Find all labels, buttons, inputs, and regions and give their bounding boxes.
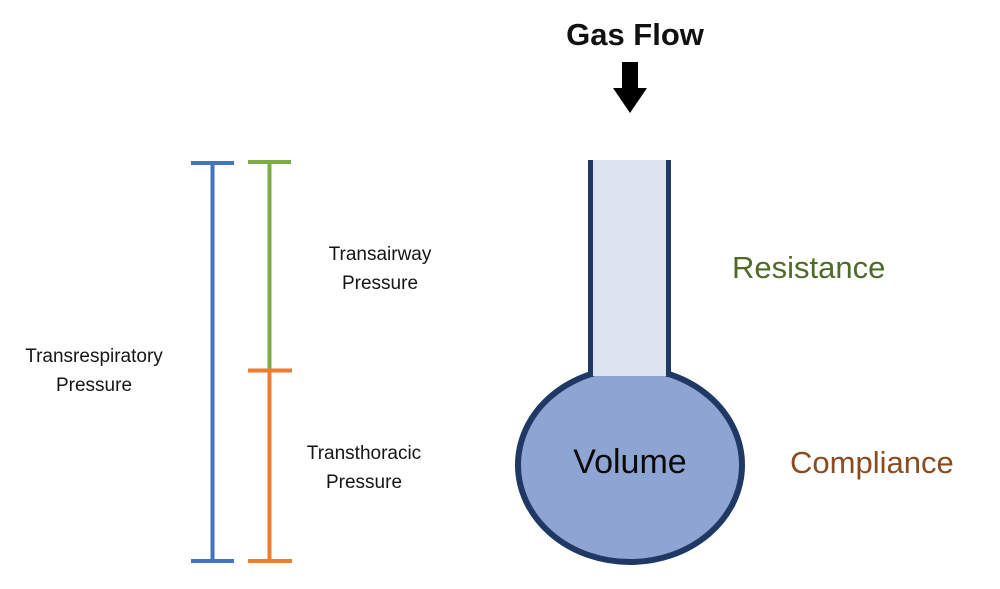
transthoracic-pressure-label: Transthoracic Pressure [274,439,454,497]
transrespiratory-pressure-line1: Transrespiratory [25,346,163,367]
transairway-pressure-line1: Transairway [328,244,432,265]
airway-tube [588,160,671,376]
resistance-label: Resistance [732,250,886,285]
transthoracic-pressure-line2: Pressure [325,472,403,493]
gas-flow-arrow-icon [613,62,647,113]
compliance-label: Compliance [790,445,954,480]
transrespiratory-pressure-line2: Pressure [55,375,133,396]
gas-flow-label: Gas Flow [566,17,704,52]
transairway-pressure-label: Transairway Pressure [290,240,470,298]
volume-label: Volume [573,443,687,481]
transrespiratory-bracket [191,161,234,563]
transairway-bracket [248,160,291,374]
transairway-pressure-line2: Pressure [341,273,419,294]
transthoracic-pressure-line1: Transthoracic [306,443,422,464]
transrespiratory-pressure-label: Transrespiratory Pressure [2,342,186,400]
transthoracic-bracket [248,368,292,563]
